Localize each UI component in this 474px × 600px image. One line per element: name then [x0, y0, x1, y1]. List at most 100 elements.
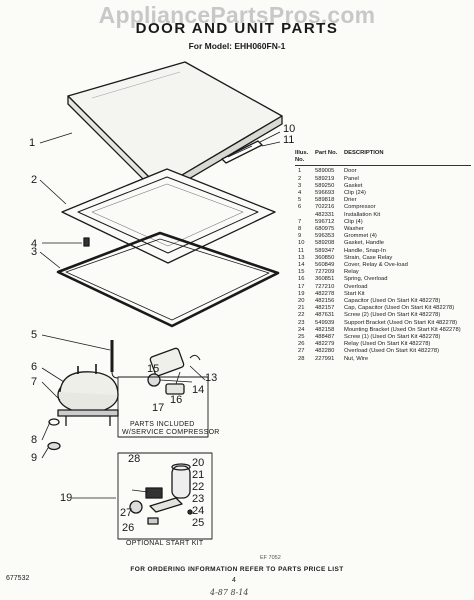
- parts-cell-part: 482157: [315, 305, 335, 312]
- header-illus: Illus. No.: [295, 150, 309, 164]
- compressor-parts-box: [117, 376, 209, 438]
- door-gasket-part: [56, 231, 280, 328]
- callout-2: 2: [31, 174, 37, 186]
- parts-cell-part: 487631: [315, 312, 335, 319]
- parts-cell-desc: Start Kit: [344, 290, 365, 297]
- parts-cell-desc: Panel: [344, 175, 359, 182]
- parts-row: 28 227991 Nut, Wire: [295, 356, 471, 363]
- callout-8: 8: [31, 434, 37, 446]
- parts-cell-part: 482278: [315, 290, 335, 297]
- parts-row: 25 488487 Screw (1) (Used On Start Kit 482…: [295, 334, 471, 341]
- parts-cell-part: 560849: [315, 262, 335, 269]
- parts-cell-part: 589219: [315, 175, 335, 182]
- callout-9: 9: [31, 452, 37, 464]
- callout-4: 4: [31, 238, 37, 250]
- parts-cell-part: 596712: [315, 218, 335, 225]
- parts-cell-illus: 11: [298, 247, 305, 254]
- parts-cell-part: 589208: [315, 240, 335, 247]
- parts-cell-desc: Cap, Capacitor (Used On Start Kit 482278…: [344, 305, 455, 312]
- parts-cell-part: 727210: [315, 283, 335, 290]
- parts-cell-desc: Drier: [344, 197, 357, 204]
- start-kit-box-label: OPTIONAL START KIT: [126, 540, 204, 547]
- parts-row: 2 589219 Panel: [295, 176, 471, 183]
- compressor-box-label-1: PARTS INCLUDED: [130, 421, 195, 428]
- callout-7: 7: [31, 376, 37, 388]
- parts-cell-part: 482156: [315, 298, 335, 305]
- parts-cell-part: 596693: [315, 190, 335, 197]
- parts-cell-part: 702216: [315, 204, 335, 211]
- parts-cell-illus: 28: [298, 355, 305, 362]
- parts-cell-illus: 21: [298, 305, 305, 312]
- diagram-code: EF 7052: [260, 555, 281, 561]
- parts-cell-desc: Installation Kit: [344, 211, 381, 218]
- model-number: For Model: EHH060FN-1: [188, 41, 286, 51]
- grommet-part: [47, 418, 61, 451]
- parts-cell-desc: Gasket, Handle: [344, 240, 384, 247]
- leader-lines: [39, 131, 281, 499]
- parts-cell-part: 589250: [315, 182, 335, 189]
- parts-cell-illus: 20: [298, 298, 305, 305]
- callout-22: 22: [192, 481, 204, 493]
- door-part: [67, 61, 283, 197]
- callout-14: 14: [192, 384, 204, 396]
- drier-part: [110, 340, 119, 379]
- header-desc: DESCRIPTION: [344, 150, 384, 156]
- parts-cell-illus: 25: [298, 334, 305, 341]
- relay-overload-part: [147, 347, 201, 395]
- parts-cell-part: 482280: [315, 348, 335, 355]
- parts-cell-desc: Nut, Wire: [344, 355, 369, 362]
- inner-panel-part: [61, 168, 276, 264]
- handwritten-note: 4-87 8-14: [210, 588, 249, 597]
- parts-cell-illus: 2: [298, 175, 302, 182]
- callout-6: 6: [31, 361, 37, 373]
- start-kit-parts: [129, 463, 193, 525]
- parts-cell-illus: [295, 212, 315, 219]
- parts-cell-illus: 15: [298, 269, 305, 276]
- page-number: 4: [232, 577, 236, 584]
- parts-cell-desc: Overload: [344, 283, 368, 290]
- parts-cell-illus: 6: [298, 204, 302, 211]
- parts-cell-illus: 17: [298, 283, 305, 290]
- callout-16: 16: [170, 394, 182, 406]
- parts-cell-part: 727209: [315, 269, 335, 276]
- parts-cell-illus: 16: [298, 276, 305, 283]
- callout-13: 13: [205, 372, 217, 384]
- parts-cell-illus: 27: [298, 348, 305, 355]
- callout-21: 21: [192, 469, 204, 481]
- callout-15: 15: [147, 363, 159, 375]
- compressor-box-label-2: W/SERVICE COMPRESSOR: [122, 429, 220, 436]
- parts-cell-desc: Cover, Relay & Ove-load: [344, 262, 408, 269]
- parts-cell-part: 589005: [315, 168, 335, 175]
- parts-cell-part: 360851: [315, 276, 335, 283]
- callout-24: 24: [192, 505, 204, 517]
- parts-cell-desc: Door: [344, 168, 357, 175]
- form-number: 677532: [6, 575, 30, 582]
- parts-cell-desc: Clip (24): [344, 190, 366, 197]
- parts-cell-part: 488487: [315, 334, 335, 341]
- header-part: Part No.: [315, 150, 338, 156]
- callout-28: 28: [128, 453, 140, 465]
- callout-10: 10: [283, 123, 295, 135]
- parts-cell-desc: Support Bracket (Used On Start Kit 48227…: [344, 319, 458, 326]
- parts-cell-part: 227991: [315, 355, 335, 362]
- parts-cell-part: 549939: [315, 319, 335, 326]
- parts-cell-illus: 7: [298, 218, 302, 225]
- callout-5: 5: [31, 329, 37, 341]
- parts-cell-desc: Screw (1) (Used On Start Kit 482278): [344, 334, 441, 341]
- callout-25: 25: [192, 517, 204, 529]
- callout-3: 3: [31, 246, 37, 258]
